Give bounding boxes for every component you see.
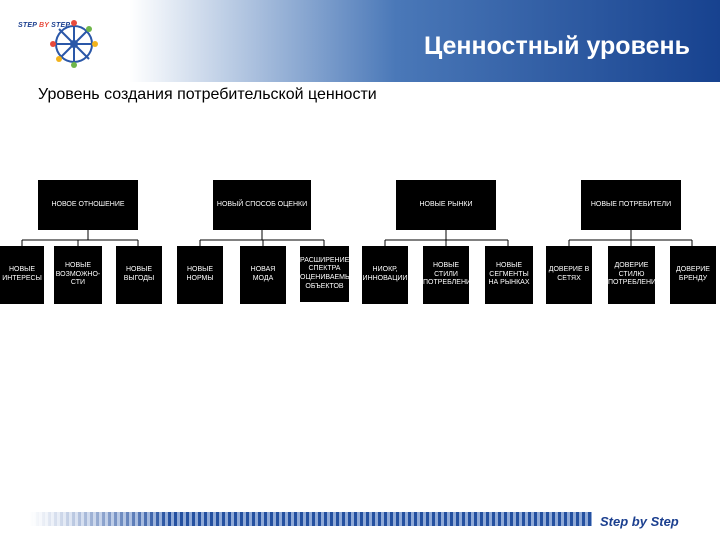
leaf-node-new-benefits: НОВЫЕ ВЫГОДЫ	[116, 246, 162, 304]
logo-wheel-icon	[50, 20, 98, 68]
leaf-node-new-norms: НОВЫЕ НОРМЫ	[177, 246, 223, 304]
leaf-node-new-fashion: НОВАЯ МОДА	[240, 246, 286, 304]
top-node-new-relationship: НОВОЕ ОТНОШЕНИЕ	[38, 180, 138, 230]
header-band	[0, 0, 720, 82]
top-node-new-markets: НОВЫЕ РЫНКИ	[396, 180, 496, 230]
leaf-node-new-market-segments: НОВЫЕ СЕГМЕНТЫ НА РЫНКАХ	[485, 246, 533, 304]
leaf-node-new-interests: НОВЫЕ ИНТЕРЕСЫ	[0, 246, 44, 304]
leaf-node-new-consumption-styles: НОВЫЕ СТИЛИ ПОТРЕБЛЕНИЯ	[423, 246, 476, 304]
slide-subtitle: Уровень создания потребительской ценност…	[38, 86, 377, 103]
leaf-node-trust-in-networks: ДОВЕРИЕ В СЕТЯХ	[546, 246, 592, 304]
footer-logo: Step by Step	[600, 514, 679, 529]
top-node-new-valuation-method: НОВЫЙ СПОСОБ ОЦЕНКИ	[213, 180, 311, 230]
leaf-node-expanded-spectrum: РАСШИРЕНИЕ СПЕКТРА ОЦЕНИВАЕМЫХ ОБЪЕКТОВ	[300, 246, 356, 302]
leaf-node-new-opportunities: НОВЫЕ ВОЗМОЖНО-СТИ	[54, 246, 102, 304]
slide-title: Ценностный уровень	[423, 32, 690, 60]
leaf-node-trust-in-brand: ДОВЕРИЕ БРЕНДУ	[670, 246, 716, 304]
logo-text: STEP BY STEP	[18, 22, 71, 29]
top-node-new-consumers: НОВЫЕ ПОТРЕБИТЕЛИ	[581, 180, 681, 230]
footer-stripe-bar	[30, 512, 592, 526]
leaf-node-rnd-innovation: НИОКР, ИННОВАЦИИ	[362, 246, 408, 304]
leaf-node-trust-in-consumption-style: ДОВЕРИЕ СТИЛЮ ПОТРЕБЛЕНИЯ	[608, 246, 661, 304]
